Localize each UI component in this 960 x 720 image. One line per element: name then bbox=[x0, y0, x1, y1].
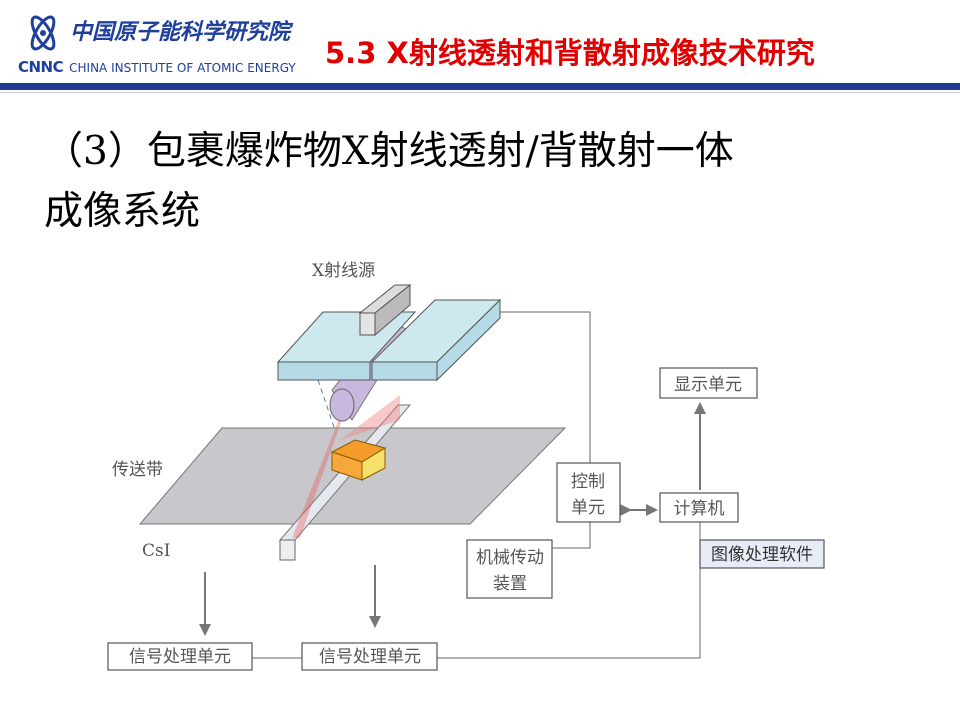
belt-label: 传送带 bbox=[112, 460, 163, 480]
slide-title-line1: （3）包裹爆炸物X射线透射/背散射一体 bbox=[44, 129, 734, 174]
csi-detector bbox=[279, 539, 296, 561]
cylinder-end bbox=[329, 388, 355, 422]
logo-en-text: CHINA INSTITUTE OF ATOMIC ENERGY bbox=[69, 61, 296, 75]
display-unit-box bbox=[659, 367, 758, 399]
logo-abbr: CNNC bbox=[18, 58, 64, 76]
source-label: X射线源 bbox=[312, 261, 375, 281]
arrows bbox=[199, 402, 706, 636]
control-unit-box bbox=[556, 462, 621, 523]
left-plate-front bbox=[277, 361, 371, 381]
header-divider-thin bbox=[0, 92, 960, 93]
detector-label: CsI bbox=[142, 541, 170, 561]
signal-unit-left-box bbox=[107, 642, 253, 671]
logo-chinese-name: 中国原子能科学研究院 bbox=[70, 19, 291, 45]
xray-source-front bbox=[359, 312, 376, 336]
mech-drive-label-2: 装置 bbox=[493, 574, 527, 594]
signal-unit-right-box bbox=[301, 642, 438, 671]
mech-drive-box bbox=[466, 539, 553, 599]
control-unit-label-2: 单元 bbox=[571, 498, 605, 518]
computer-label: 计算机 bbox=[674, 499, 725, 519]
package-side bbox=[361, 447, 386, 481]
image-software-label: 图像处理软件 bbox=[711, 545, 813, 565]
cnnc-logo: 中国原子能科学研究院 CNNC CHINA INSTITUTE OF ATOMIC… bbox=[18, 12, 308, 78]
control-unit-label-1: 控制 bbox=[571, 472, 605, 492]
slide-title: （3）包裹爆炸物X射线透射/背散射一体 成像系统 bbox=[44, 122, 944, 242]
logo-english-name: CNNC CHINA INSTITUTE OF ATOMIC ENERGY bbox=[18, 60, 296, 76]
header-divider bbox=[0, 83, 960, 90]
mech-drive-label-1: 机械传动 bbox=[476, 548, 544, 568]
computer-box bbox=[659, 492, 739, 523]
signal-unit-right-label: 信号处理单元 bbox=[319, 647, 421, 667]
display-unit-label: 显示单元 bbox=[674, 375, 742, 395]
signal-unit-left-label: 信号处理单元 bbox=[129, 647, 231, 667]
section-title: 5.3 X射线透射和背散射成像技术研究 bbox=[325, 36, 815, 70]
slide-title-line2: 成像系统 bbox=[44, 189, 201, 234]
right-plate-front bbox=[371, 361, 438, 381]
right-plate-side bbox=[436, 298, 501, 382]
image-software-box bbox=[699, 539, 825, 569]
atom-icon bbox=[30, 15, 56, 51]
backscatter-beam bbox=[340, 395, 400, 440]
